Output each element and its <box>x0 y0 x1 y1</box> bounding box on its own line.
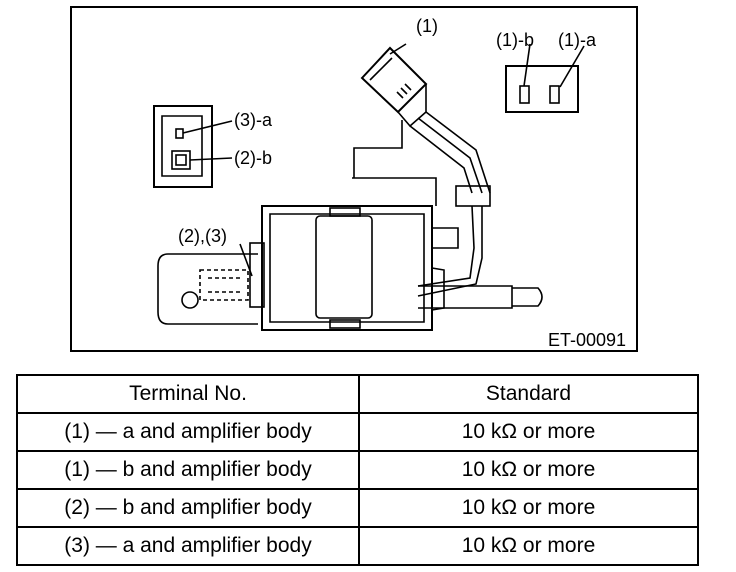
connector-1-plug <box>353 43 491 297</box>
connector-1-inset <box>505 43 585 113</box>
standard-cell: 10 kΩ or more <box>358 412 699 452</box>
standard-cell: 10 kΩ or more <box>358 488 699 528</box>
terminal-cell: (1) — b and amplifier body <box>16 450 360 490</box>
amplifier-drawing <box>153 43 585 331</box>
terminal-cell: (3) — a and amplifier body <box>16 526 360 566</box>
header-standard: Standard <box>358 374 699 414</box>
figure-id-label: ET-00091 <box>548 330 627 350</box>
standard-cell: 10 kΩ or more <box>358 450 699 490</box>
table-row: (2) — b and amplifier body 10 kΩ or more <box>16 488 699 528</box>
table-row: (3) — a and amplifier body 10 kΩ or more <box>16 526 699 566</box>
table-row: (1) — a and amplifier body 10 kΩ or more <box>16 412 699 452</box>
callout-connector-1: (1) <box>416 16 438 36</box>
callout-pin-3a: (3)-a <box>234 110 273 130</box>
amplifier-body <box>157 177 543 331</box>
connector-2-3-inset <box>153 105 233 188</box>
amplifier-diagram: (1) (1)-b (1)-a (3)-a (2)-b (2),(3) ET-0… <box>70 6 638 352</box>
callout-pin-1a: (1)-a <box>558 30 597 50</box>
table-header-row: Terminal No. Standard <box>16 374 699 414</box>
terminal-spec-table: Terminal No. Standard (1) — a and amplif… <box>16 374 699 566</box>
callout-pin-2b: (2)-b <box>234 148 273 168</box>
header-terminal-no: Terminal No. <box>16 374 360 414</box>
callout-terminal-2-3: (2),(3) <box>178 226 227 246</box>
callout-pin-1b: (1)-b <box>496 30 535 50</box>
terminal-cell: (2) — b and amplifier body <box>16 488 360 528</box>
table-row: (1) — b and amplifier body 10 kΩ or more <box>16 450 699 490</box>
terminal-cell: (1) — a and amplifier body <box>16 412 360 452</box>
standard-cell: 10 kΩ or more <box>358 526 699 566</box>
